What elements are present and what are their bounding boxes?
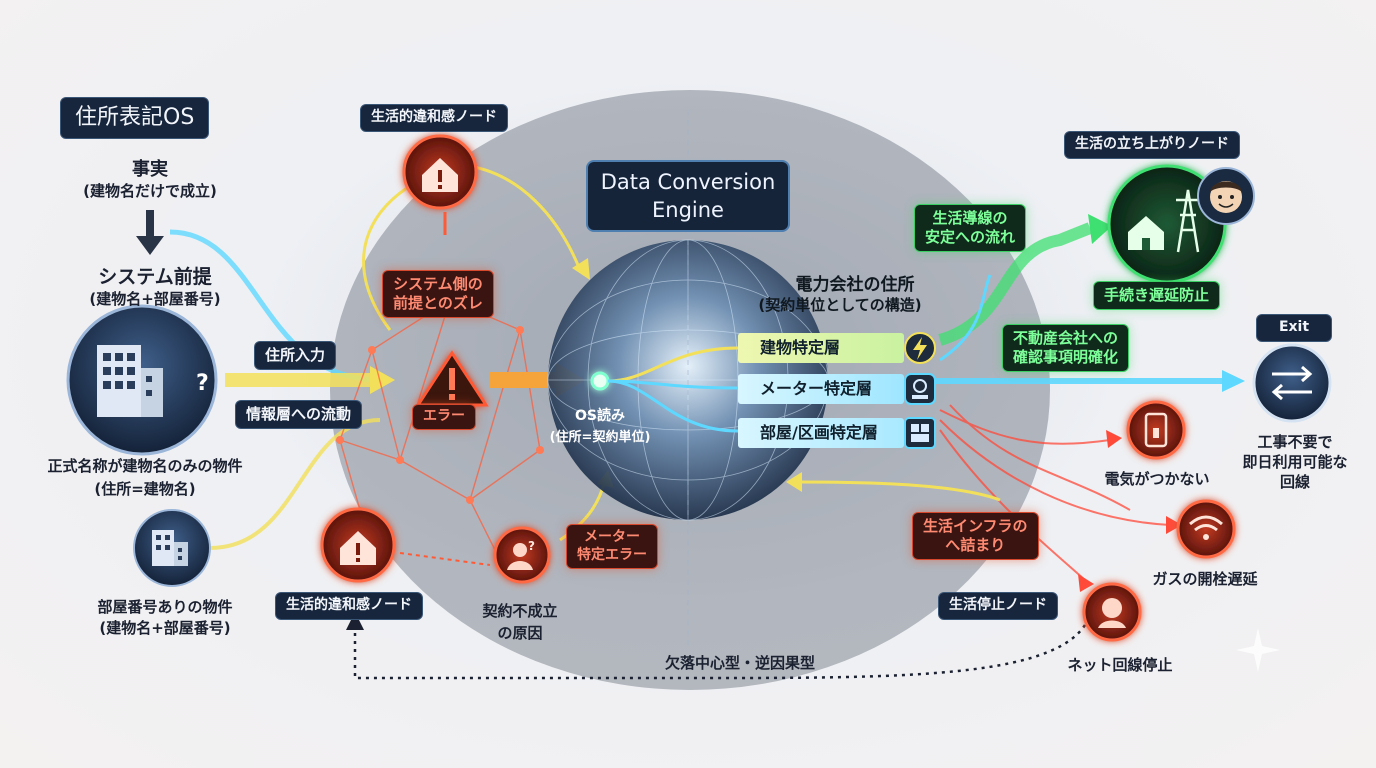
realestate-line2: 確認事項明確化 — [1013, 347, 1119, 366]
exit-label: Exit — [1256, 314, 1332, 342]
realestate-confirm-label: 不動産会社への 確認事項明確化 — [1002, 324, 1130, 372]
flow-return-to-engine — [799, 480, 1001, 502]
arrow-fact-head — [136, 236, 164, 255]
room-building-node — [133, 509, 211, 587]
power-company-address-sub-label: (契約単位としての構造) — [758, 296, 922, 314]
title-os-label: 住所表記OS — [60, 97, 210, 139]
arrow-no-electric — [1106, 430, 1122, 448]
layer-room: 部屋/区画特定層 — [738, 418, 904, 448]
arrow-arc-top — [572, 258, 590, 280]
infra-jam-line2: へ詰まり — [945, 535, 1006, 554]
stable-flow-line2: 安定への流れ — [925, 227, 1016, 246]
engine-title-line2: Engine — [652, 198, 724, 222]
room-grid-icon — [904, 417, 936, 449]
meter-error-line2: 特定エラー — [577, 546, 647, 563]
building-node — [66, 304, 218, 456]
fan-to-room-layer — [607, 379, 739, 433]
meter-icon — [904, 373, 936, 405]
infra-jam-line1: 生活インフラの — [923, 517, 1028, 535]
fact-label: 事実 — [132, 159, 168, 180]
wifi-node — [1176, 499, 1236, 559]
engine-title-line1: Data Conversion — [600, 170, 776, 194]
power-company-address-label: 電力会社の住所 — [795, 275, 915, 295]
property-building-only-sub-label: (住所=建物名) — [94, 480, 196, 498]
life-rise-node-label: 生活の立ち上がりノード — [1064, 131, 1240, 159]
gas-delay-label: ガスの開栓遅延 — [1152, 570, 1258, 588]
question-mark-icon: ? — [196, 371, 209, 396]
system-premise-sub-label: (建物名+部屋番号) — [89, 290, 221, 308]
fact-sub-label: (建物名だけで成立) — [83, 182, 217, 200]
exit-node — [1252, 343, 1332, 423]
discomfort-node-bottom — [320, 507, 396, 583]
electricity-node — [1126, 400, 1186, 460]
arrow-stable-life — [1088, 214, 1112, 244]
arrow-net-stop — [1078, 574, 1094, 592]
exit-text-line2: 即日利用可能な — [1242, 453, 1348, 471]
property-building-only-label: 正式名称が建物名のみの物件 — [47, 457, 243, 475]
discomfort-node-bottom-label: 生活的違和感ノード — [275, 592, 423, 620]
flow-fact-to-error — [169, 229, 381, 383]
life-stop-node-label: 生活停止ノード — [938, 592, 1058, 620]
question-mark-small-icon: ? — [528, 539, 535, 553]
realestate-line1: 不動産会社への — [1013, 329, 1119, 347]
contract-failure-label: 契約不成立 — [482, 602, 558, 620]
arrow-feedback-loop — [346, 612, 364, 630]
meter-error-line1: メーター — [584, 529, 640, 545]
arrow-gas-delay — [1166, 516, 1182, 534]
fan-to-building-layer — [607, 346, 739, 383]
system-premise-label: システム前提 — [98, 266, 212, 288]
life-rise-node — [1107, 164, 1227, 284]
no-electric-label: 電気がつかない — [1104, 470, 1210, 488]
address-input-label: 住所入力 — [254, 341, 337, 370]
property-with-room-sub-label: (建物名+部屋番号) — [99, 619, 231, 637]
stable-flow-label: 生活導線の 安定への流れ — [914, 204, 1027, 252]
infra-jam-label: 生活インフラの へ詰まり — [912, 512, 1039, 560]
exit-text-line3: 回線 — [1279, 473, 1310, 491]
link-bottom-node — [399, 552, 491, 566]
system-gap-line1: システム側の — [393, 275, 483, 293]
discomfort-node-top-label: 生活的違和感ノード — [360, 104, 508, 132]
info-flow-label: 情報層への流動 — [235, 400, 363, 429]
error-label: エラー — [412, 404, 476, 430]
arrow-address-input — [370, 366, 395, 394]
stable-flow-line1: 生活導線の — [932, 209, 1008, 227]
flow-building-up — [939, 274, 992, 362]
feedback-loop-label: 欠落中心型・逆因果型 — [664, 654, 815, 672]
contract-failure-node — [493, 526, 551, 584]
property-with-room-label: 部屋番号ありの物件 — [97, 598, 233, 616]
net-stop-label: ネット回線停止 — [1067, 656, 1173, 674]
delay-prevention-label: 手続き遅延防止 — [1093, 281, 1221, 310]
person-face-icon — [1197, 167, 1255, 225]
meter-error-label: メーター 特定エラー — [566, 524, 658, 569]
exit-text-line1: 工事不要で — [1257, 433, 1333, 451]
system-gap-label: システム側の 前提とのズレ — [382, 270, 494, 318]
life-stop-node — [1082, 582, 1142, 642]
layer-building: 建物特定層 — [738, 333, 904, 363]
arrow-exit — [1222, 370, 1245, 392]
contract-failure-sub-label: の原因 — [497, 624, 543, 642]
arrow-return-to-engine — [786, 472, 802, 492]
layer-meter: メーター特定層 — [738, 374, 904, 404]
discomfort-node-top — [402, 134, 478, 210]
os-read-point — [590, 371, 610, 391]
exit-text: 工事不要で 即日利用可能な 回線 — [1220, 432, 1370, 492]
data-conversion-engine-box: Data Conversion Engine — [586, 160, 790, 232]
flow-stable-life — [938, 222, 1093, 346]
feedback-loop — [353, 624, 1087, 680]
sparkle-icon — [1236, 628, 1280, 672]
os-read-label: OS読み — [575, 408, 625, 424]
os-read-sub-label: (住所=契約単位) — [549, 430, 651, 445]
lightning-gear-icon — [904, 332, 936, 364]
system-gap-line2: 前提とのズレ — [393, 293, 483, 312]
